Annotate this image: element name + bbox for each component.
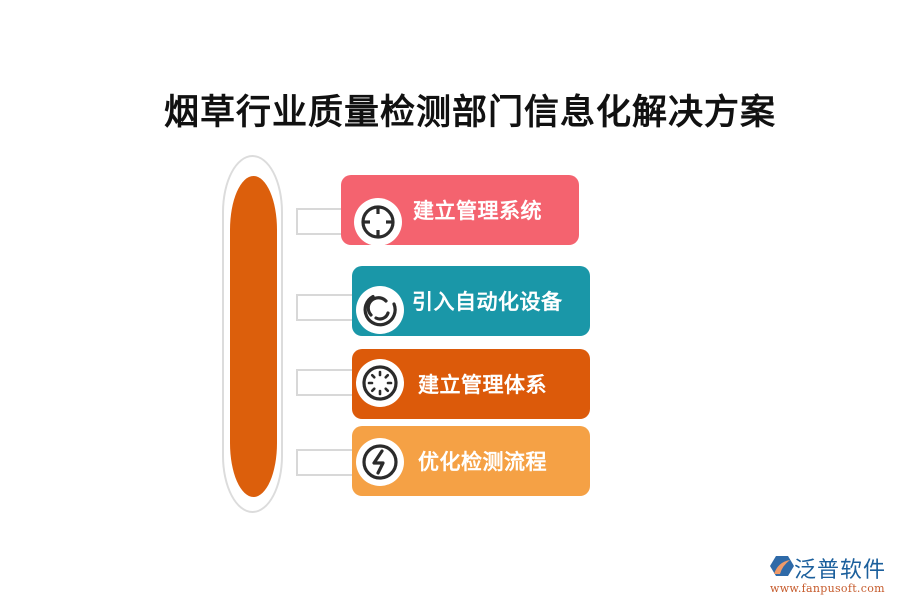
step-label-2: 引入自动化设备 <box>412 290 563 314</box>
step-label-4: 优化检测流程 <box>418 450 547 474</box>
vertical-pill-bar <box>230 176 277 497</box>
brand-logo-icon <box>770 556 794 576</box>
brand-name: 泛普软件 <box>794 558 887 583</box>
brand-url: www.fanpusoft.com <box>770 582 885 595</box>
icon-ring-3 <box>356 359 404 407</box>
step-label-1: 建立管理系统 <box>413 199 542 223</box>
icon-ring-2 <box>356 286 404 334</box>
step-label-3: 建立管理体系 <box>418 373 547 397</box>
lightning-bolt-icon <box>362 444 398 480</box>
crosshair-icon <box>361 205 395 239</box>
icon-ring-4 <box>356 438 404 486</box>
brand-watermark: 泛普软件 www.fanpusoft.com <box>768 552 898 596</box>
icon-ring-1 <box>354 198 402 246</box>
dotted-spinner-icon <box>362 365 398 401</box>
spiral-loading-icon <box>363 294 397 327</box>
page-title: 烟草行业质量检测部门信息化解决方案 <box>163 93 776 133</box>
